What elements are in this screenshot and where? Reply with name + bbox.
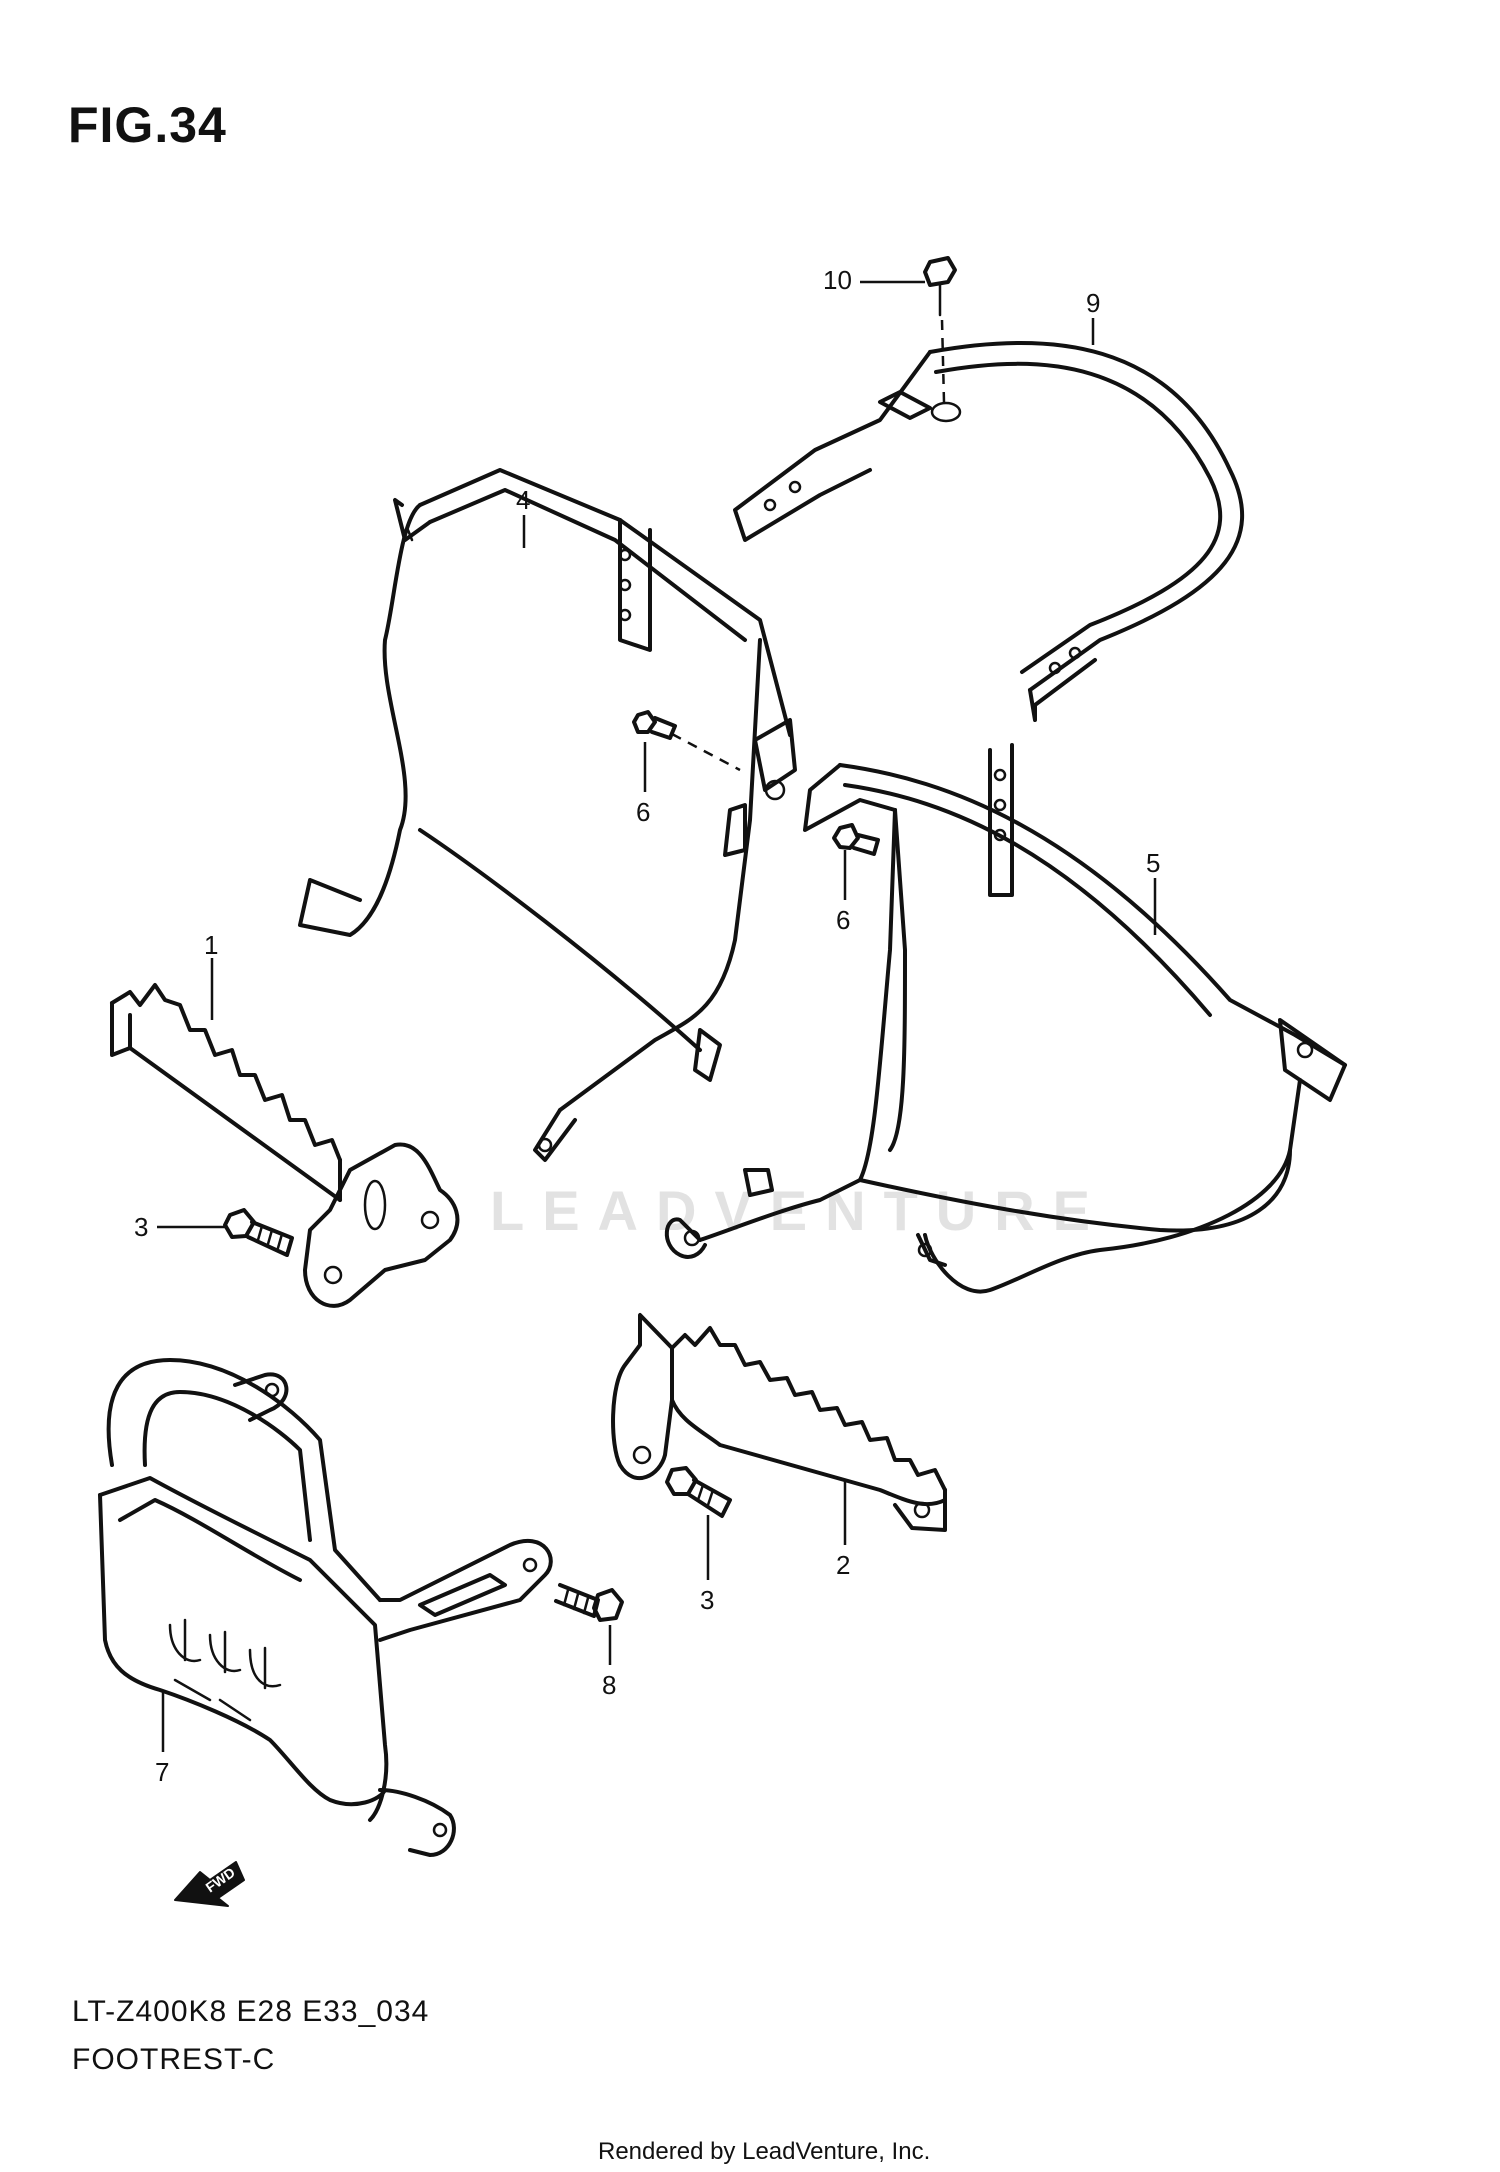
- part-7-front-guard: [98, 1358, 553, 1857]
- part-6-bolt-upper: [632, 710, 741, 772]
- part-5-right-bracket: [664, 743, 1347, 1294]
- callout-5: 5: [1146, 848, 1161, 878]
- part-6-bolt-lower: [832, 823, 880, 856]
- callout-8: 8: [602, 1670, 617, 1700]
- fwd-arrow: FWD: [174, 1861, 245, 1907]
- part-3-bolt-left: [223, 1208, 294, 1257]
- model-code: LT-Z400K8 E28 E33_034: [72, 1995, 430, 2028]
- callout-6-lower: 6: [836, 905, 851, 935]
- part-4-left-bracket: [298, 468, 797, 1162]
- callout-leaders: [157, 280, 1157, 1752]
- callout-7: 7: [155, 1757, 170, 1787]
- figure-title: FIG.34: [68, 97, 227, 153]
- callout-10: 10: [823, 265, 852, 295]
- part-9-grab-bar: [733, 340, 1245, 722]
- footer-credit: Rendered by LeadVenture, Inc.: [598, 2138, 931, 2165]
- callout-3-right: 3: [700, 1585, 715, 1615]
- part-2-right-footpeg: [611, 1313, 947, 1532]
- callout-1: 1: [204, 930, 219, 960]
- callout-9: 9: [1086, 288, 1101, 318]
- callout-4: 4: [516, 485, 531, 515]
- callout-3-left: 3: [134, 1212, 149, 1242]
- part-10-bolt: [923, 256, 957, 403]
- part-1-left-footpeg: [110, 983, 460, 1308]
- part-8-bolt: [554, 1583, 624, 1622]
- part-3-bolt-right: [665, 1466, 732, 1518]
- section-name: FOOTREST-C: [72, 2043, 276, 2076]
- callout-6-upper: 6: [636, 797, 651, 827]
- callout-2: 2: [836, 1550, 851, 1580]
